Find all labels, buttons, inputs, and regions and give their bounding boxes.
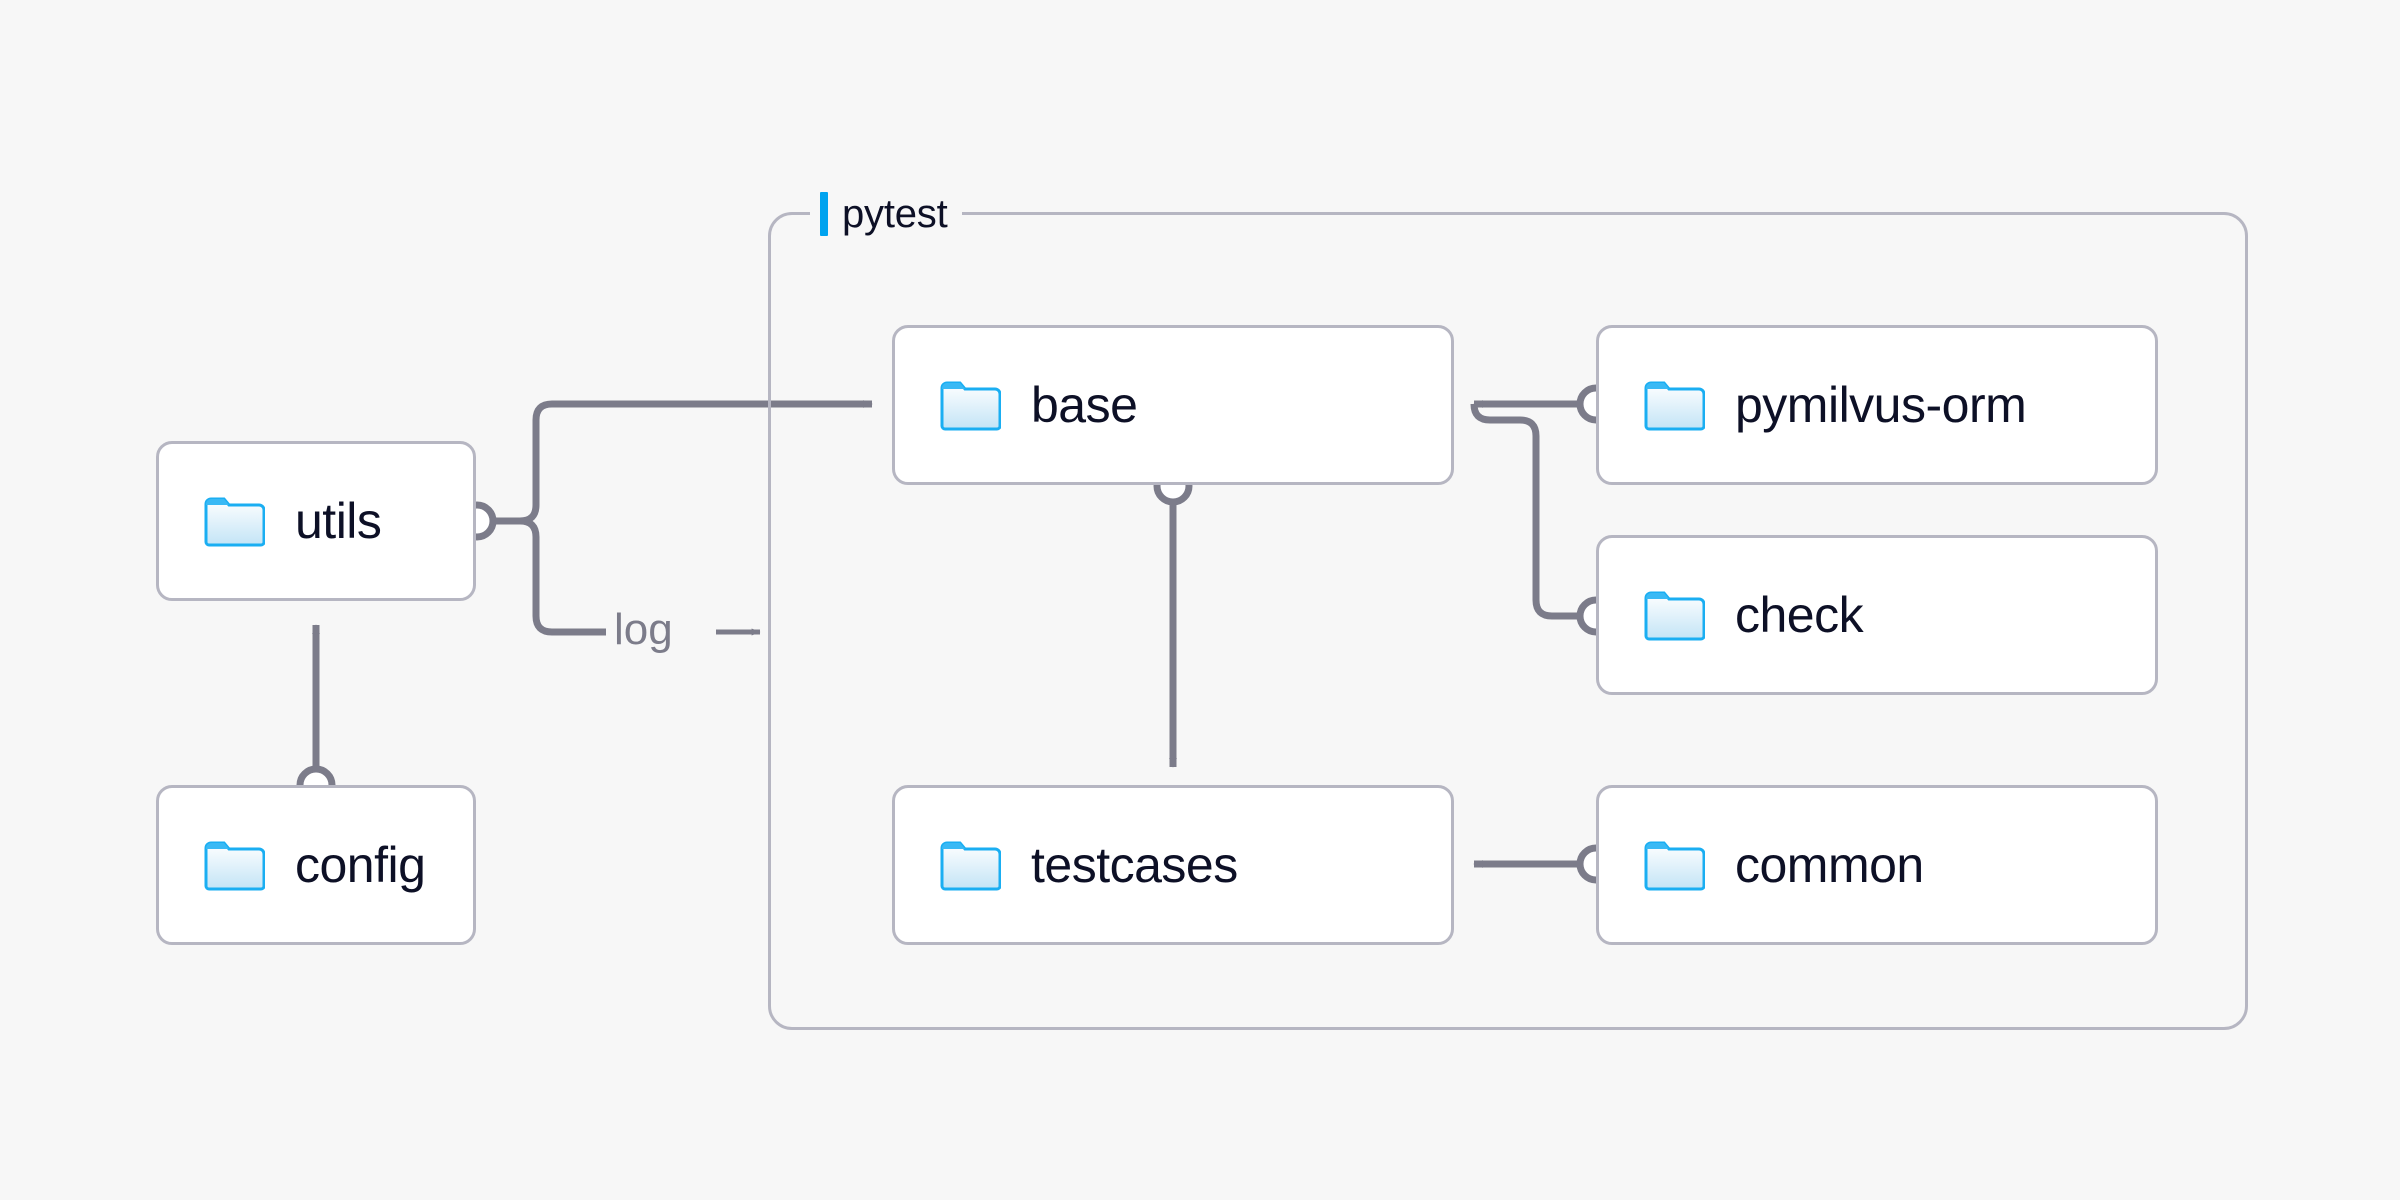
- node-utils-label: utils: [295, 493, 382, 549]
- group-accent-bar: [820, 192, 828, 236]
- node-testcases-label: testcases: [1031, 837, 1238, 893]
- folder-icon: [940, 841, 1001, 891]
- group-pytest-label: pytest: [810, 190, 962, 238]
- folder-icon: [1644, 841, 1705, 891]
- folder-icon: [204, 497, 265, 547]
- edge-label-log: log: [606, 606, 681, 654]
- folder-icon: [204, 841, 265, 891]
- folder-icon: [1644, 591, 1705, 641]
- node-check[interactable]: check: [1596, 535, 2158, 695]
- node-base[interactable]: base: [892, 325, 1454, 485]
- node-config-label: config: [295, 837, 426, 893]
- edge-utils-to-log: [494, 517, 620, 636]
- node-testcases[interactable]: testcases: [892, 785, 1454, 945]
- folder-icon: [940, 381, 1001, 431]
- node-utils[interactable]: utils: [156, 441, 476, 601]
- group-pytest-name: pytest: [842, 192, 948, 236]
- folder-icon: [1644, 381, 1705, 431]
- node-common-label: common: [1735, 837, 1924, 893]
- node-config[interactable]: config: [156, 785, 476, 945]
- node-common[interactable]: common: [1596, 785, 2158, 945]
- node-check-label: check: [1735, 587, 1864, 643]
- node-pymilvus-orm[interactable]: pymilvus-orm: [1596, 325, 2158, 485]
- node-base-label: base: [1031, 377, 1138, 433]
- node-pymilvus-orm-label: pymilvus-orm: [1735, 377, 2027, 433]
- group-pytest[interactable]: [768, 212, 2248, 1030]
